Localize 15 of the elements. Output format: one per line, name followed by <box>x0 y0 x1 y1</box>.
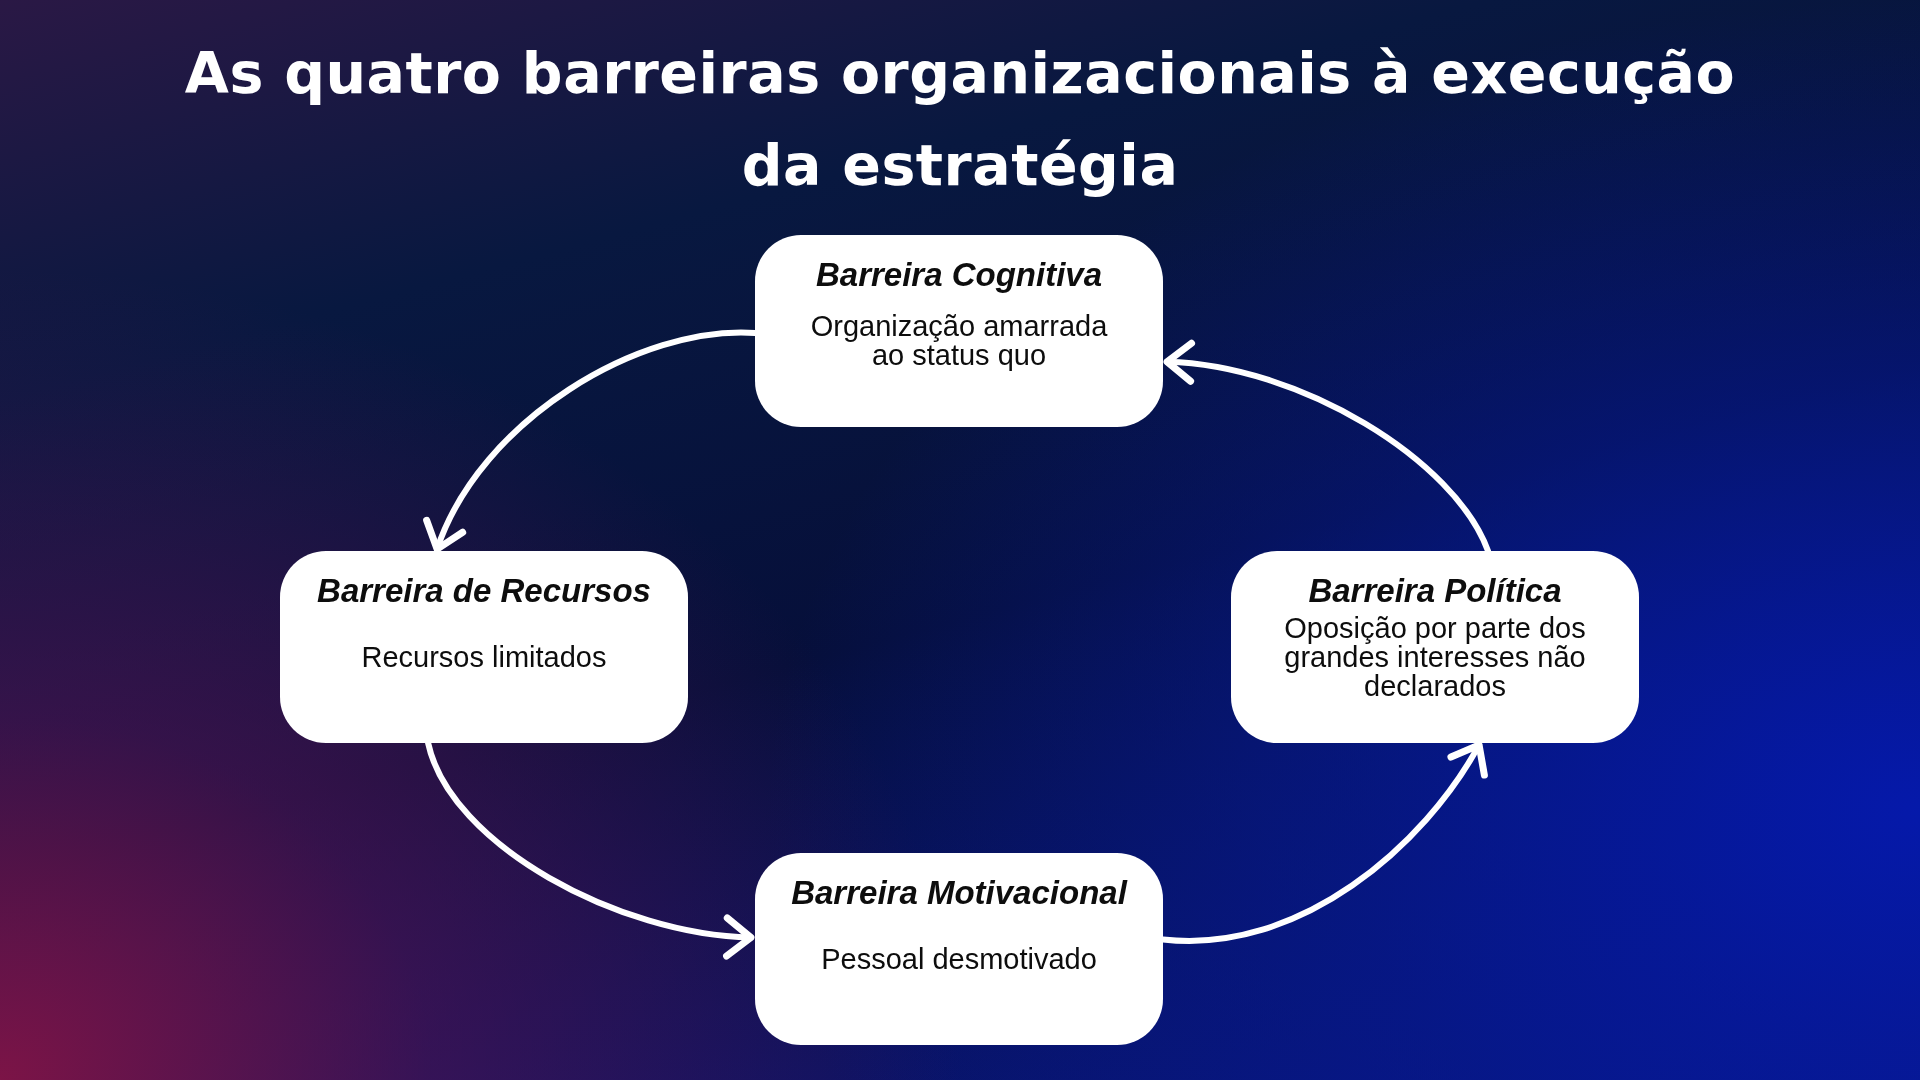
rounded-box <box>280 551 688 743</box>
box-description: Recursos limitados <box>361 642 607 672</box>
curved-arrow <box>1163 341 1492 554</box>
title: As quatro barreiras organizacionais à execução da estratégia <box>183 39 1737 200</box>
box-heading: Barreira Política <box>1308 571 1562 611</box>
rounded-box <box>1231 551 1639 743</box>
curved-arrow <box>425 740 755 959</box>
box-description: Oposição por parte dos grandes interesses não declarados <box>1283 613 1587 701</box>
rounded-box <box>755 235 1163 427</box>
rounded-box <box>755 853 1163 1045</box>
box-description: Organização amarrada ao status quo <box>809 312 1109 370</box>
box-heading: Barreira Cognitiva <box>815 255 1103 295</box>
box-heading: Barreira Motivacional <box>791 873 1127 913</box>
box-heading: Barreira de Recursos <box>317 571 651 611</box>
box-description: Pessoal desmotivado <box>821 944 1097 974</box>
